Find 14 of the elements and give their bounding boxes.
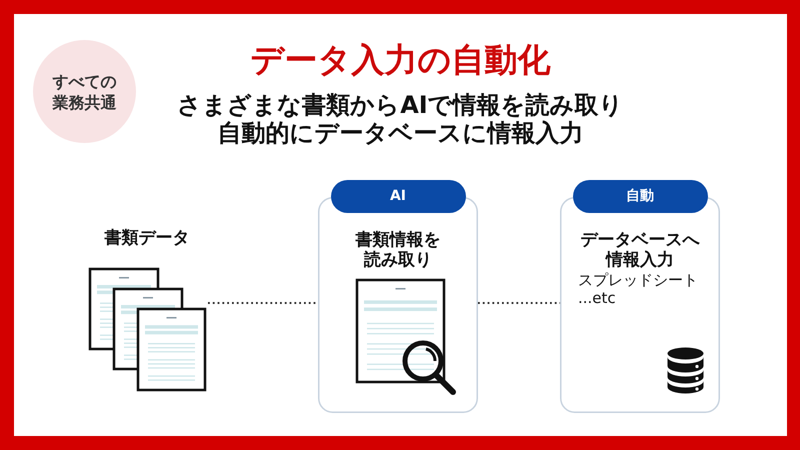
list-item: ...etc: [578, 289, 616, 307]
process-card: [560, 180, 720, 413]
dotted-connector: [478, 302, 560, 304]
card-heading: 書類情報を読み取り: [354, 230, 442, 270]
section-heading: 書類データ: [104, 228, 190, 248]
list-item: スプレッドシート: [578, 271, 698, 289]
dotted-connector: [208, 302, 318, 304]
process-card: [318, 180, 478, 413]
circle-text: すべての業務共通: [52, 70, 118, 112]
title: データ入力の自動化: [250, 40, 550, 80]
subtitle: さまざまな書類からAIで情報を読み取り自動的にデータベースに情報入力: [176, 91, 625, 147]
header-pill: AI: [330, 180, 466, 213]
card-heading: データベースへ情報入力: [580, 230, 701, 270]
header-pill: 自動: [572, 180, 708, 213]
